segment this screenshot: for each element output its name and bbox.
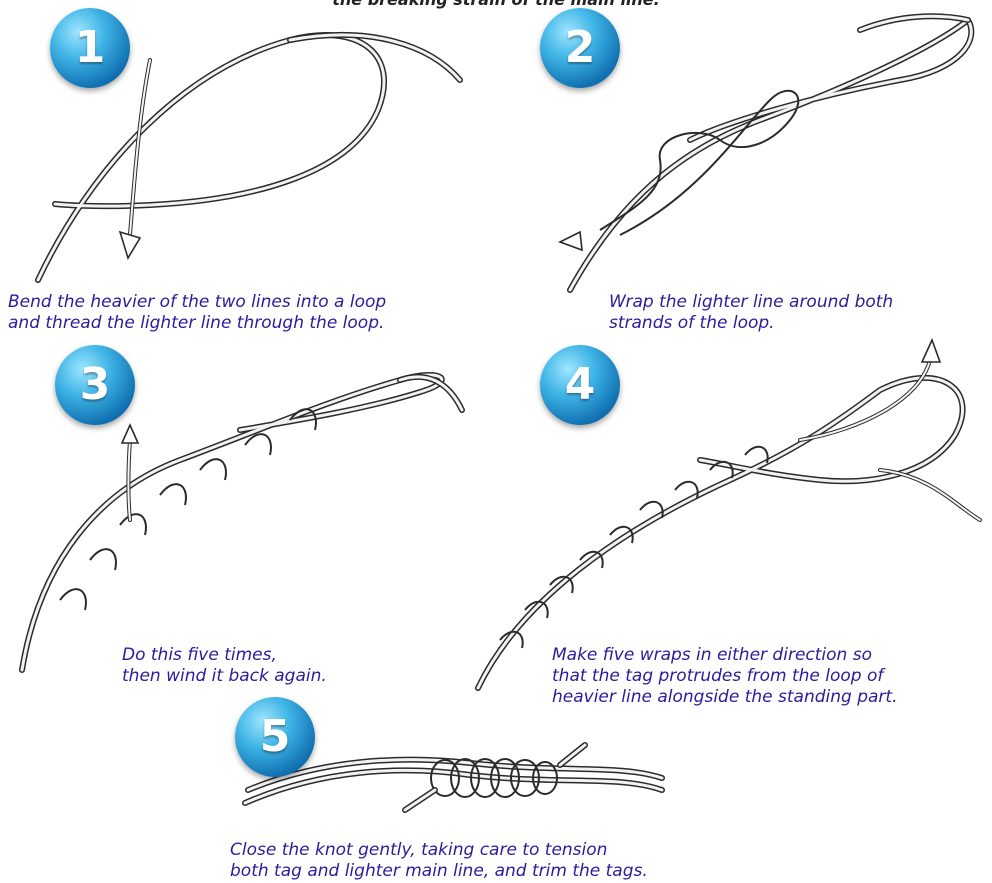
step-5-badge: 5	[235, 697, 315, 777]
step-1-number: 1	[75, 26, 106, 70]
step-2-caption: Wrap the lighter line around both strand…	[609, 292, 893, 334]
step-4-badge: 4	[540, 345, 620, 425]
step-3-number: 3	[80, 363, 111, 407]
step-2-illustration	[560, 16, 971, 290]
step-5-number: 5	[260, 715, 291, 759]
step-3-badge: 3	[55, 345, 135, 425]
step-1-badge: 1	[50, 8, 130, 88]
step-5-caption: Close the knot gently, taking care to te…	[230, 840, 648, 882]
step-2-badge: 2	[540, 8, 620, 88]
step-3-caption: Do this five times, then wind it back ag…	[122, 645, 327, 687]
step-2-number: 2	[565, 26, 596, 70]
step-1-caption: Bend the heavier of the two lines into a…	[8, 292, 386, 334]
step-4-caption: Make five wraps in either direction so t…	[552, 645, 897, 708]
step-4-number: 4	[565, 363, 596, 407]
